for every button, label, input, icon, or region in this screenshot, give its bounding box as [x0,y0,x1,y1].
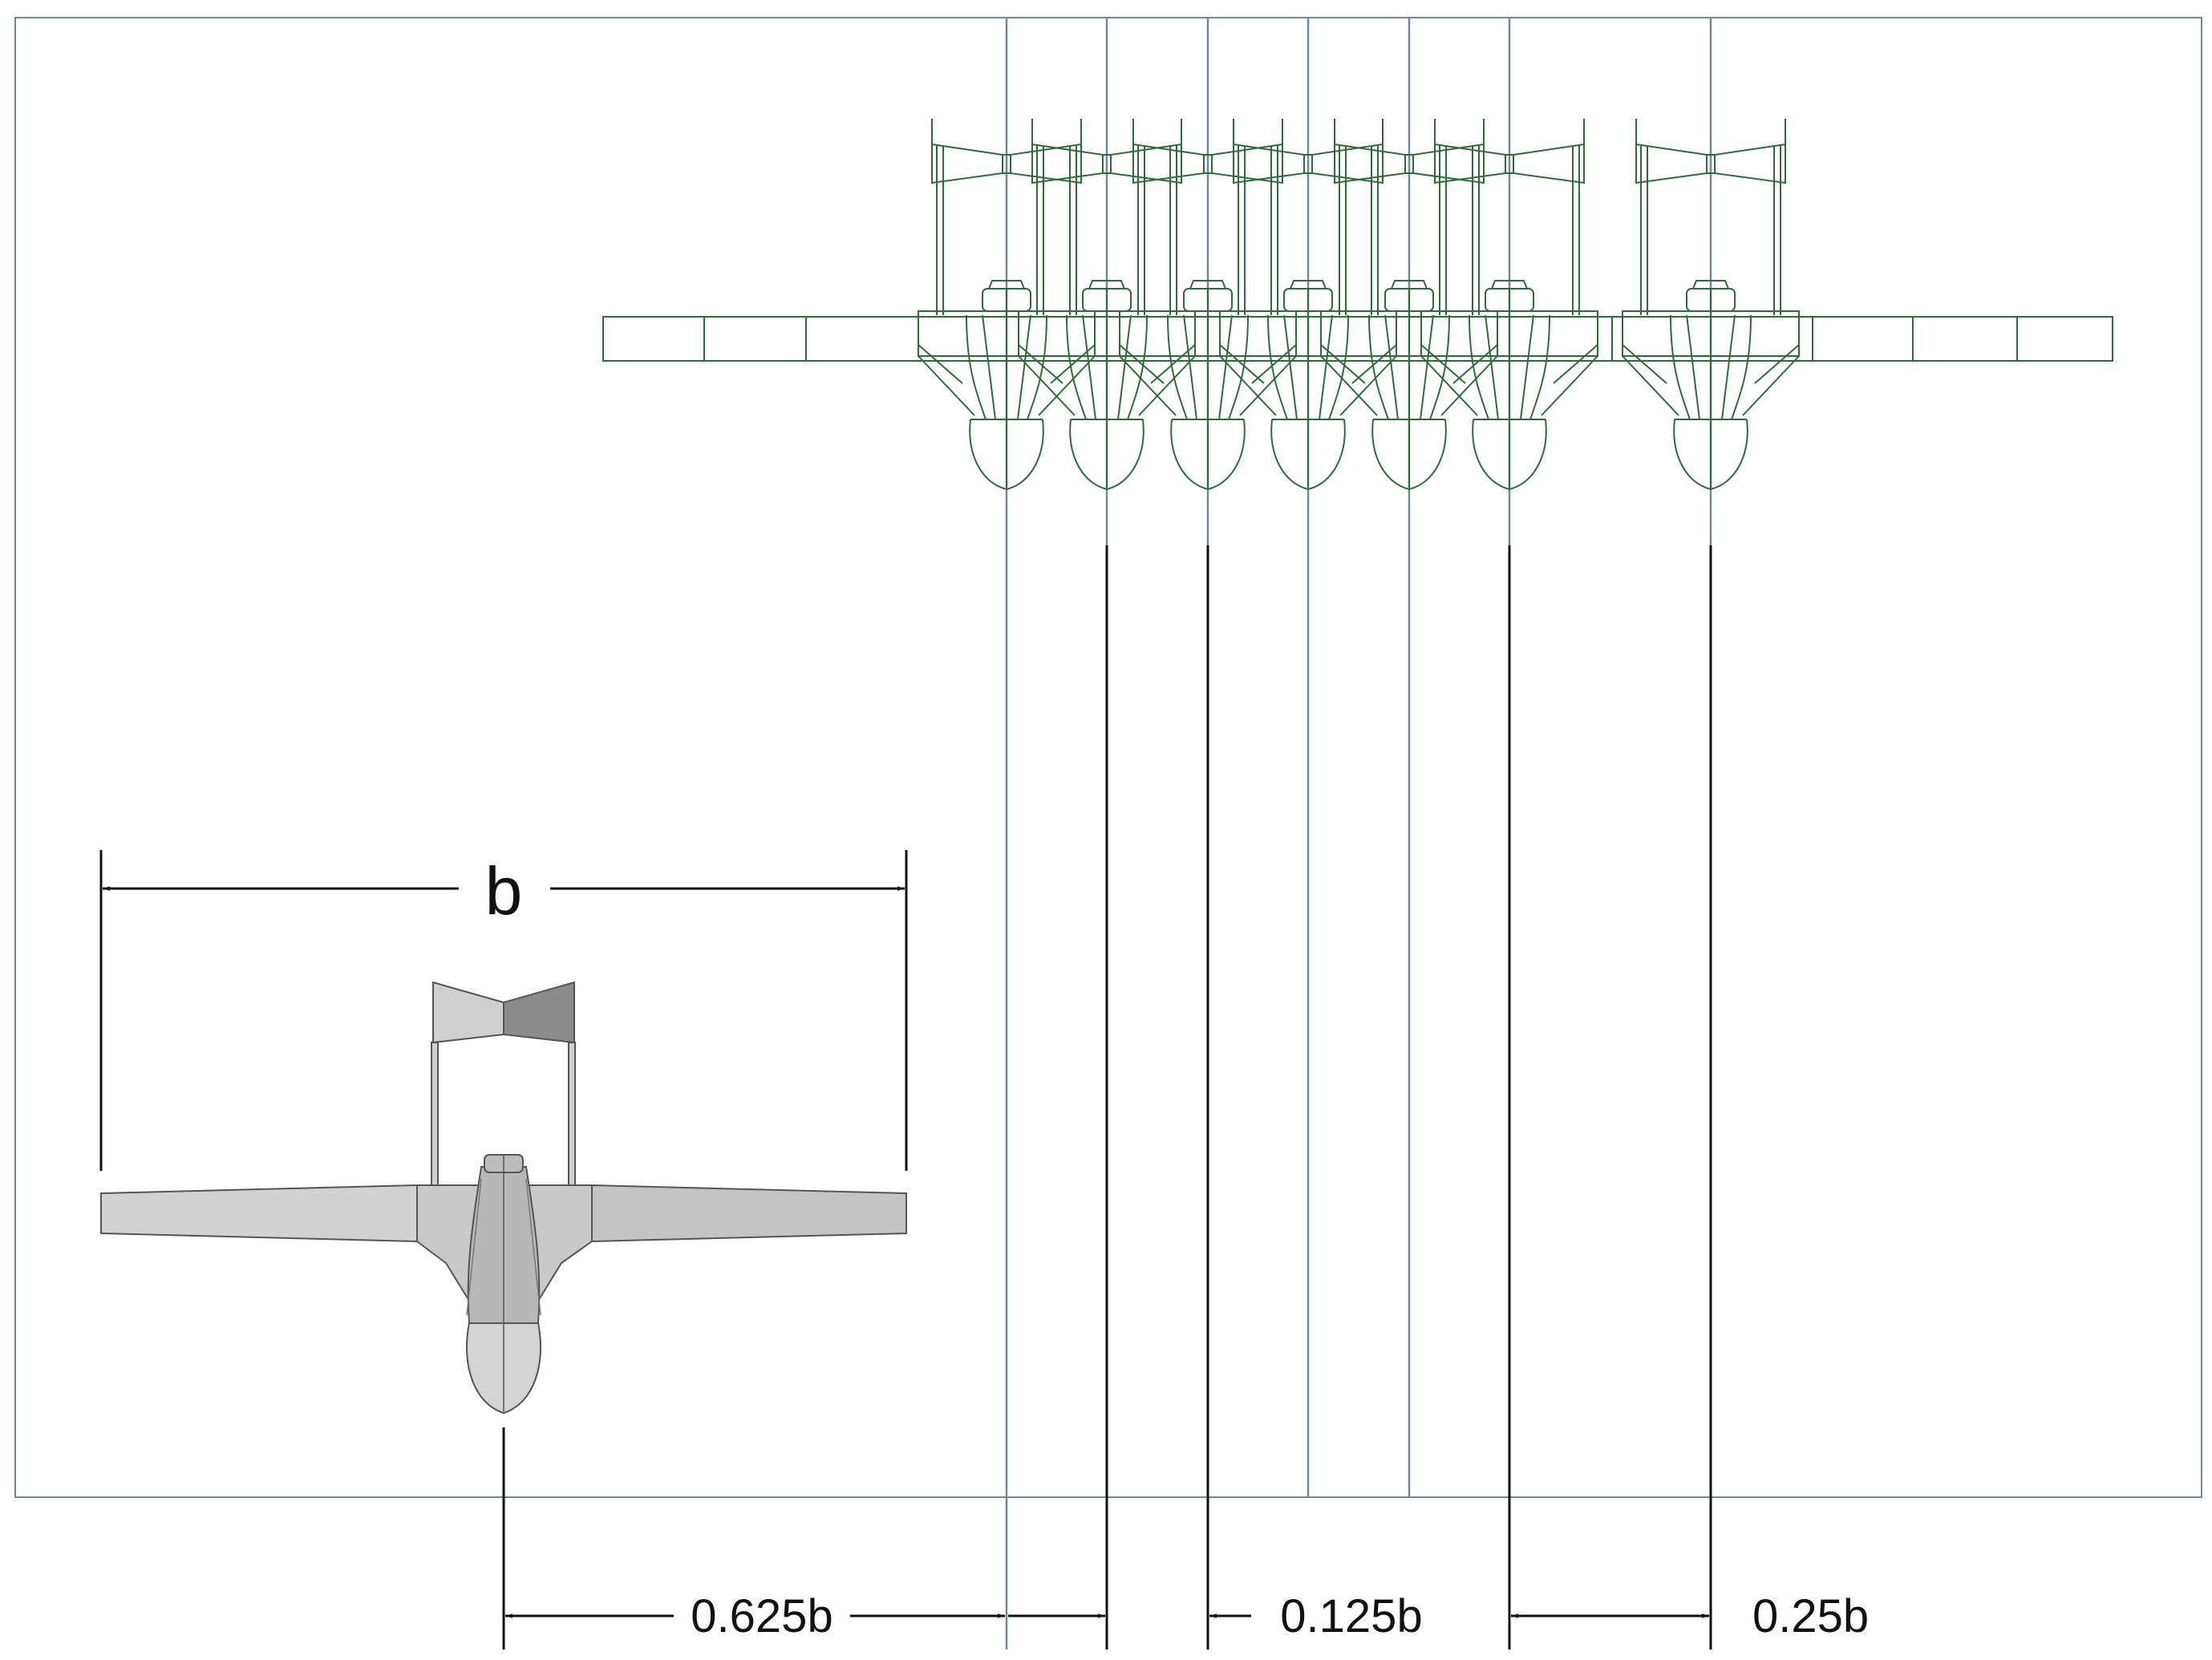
wireframe-formation [602,118,2113,490]
span-label: b [485,853,523,929]
span-dimension [99,850,908,1171]
offset-label: 0.625b [691,1590,833,1642]
guide-lines [1005,18,1712,1650]
extension-lines [502,545,1712,1650]
wireframe-wing [602,316,2113,362]
small-spacing-label: 0.125b [1280,1590,1422,1642]
large-spacing-label: 0.25b [1752,1590,1869,1642]
view-frame [14,17,2202,1498]
reference-aircraft [100,981,907,1415]
